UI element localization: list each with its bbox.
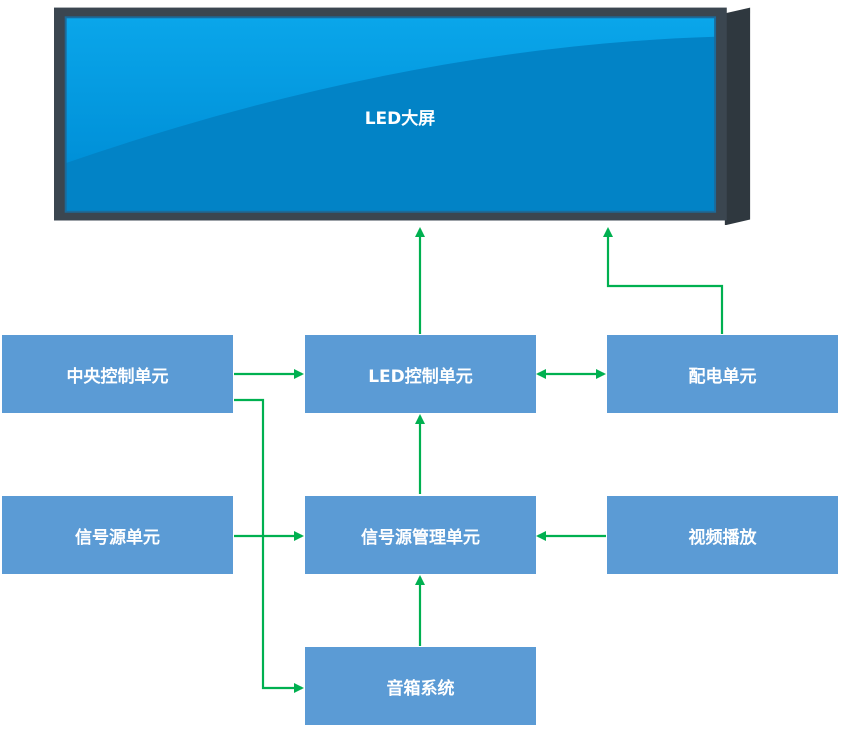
arrow-power-to-screen (603, 227, 724, 334)
power-distribution-box: 配电单元 (607, 335, 838, 413)
central-control-box: 中央控制单元 (2, 335, 233, 413)
signal-source-box: 信号源单元 (2, 496, 233, 574)
speaker-system-box: 音箱系统 (305, 647, 536, 725)
led-screen-label: LED大屏 (364, 109, 436, 129)
arrow-central-to-speaker (234, 398, 304, 693)
video-playback-box: 视频播放 (607, 496, 838, 574)
led-control-box: LED控制单元 (305, 335, 536, 413)
signal-source-management-box: 信号源管理单元 (305, 496, 536, 574)
led-screen-graphic (54, 7, 751, 225)
